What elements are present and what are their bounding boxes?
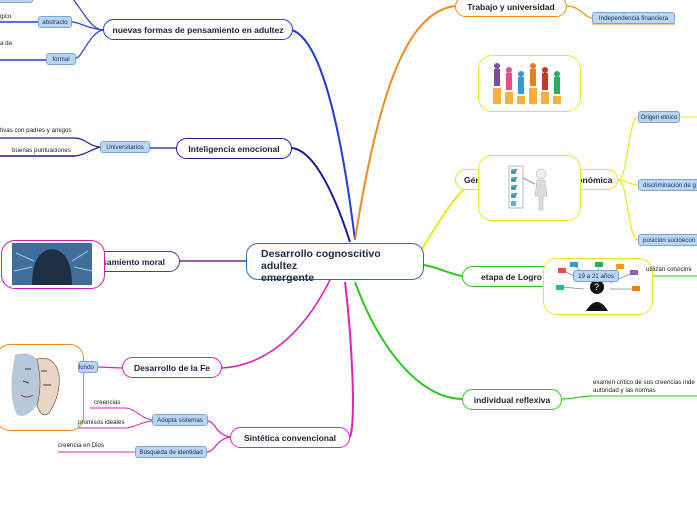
subnode-origen-etnico[interactable]: Origen etnico	[638, 111, 680, 123]
branch-trabajo-universidad[interactable]: Trabajo y universidad	[455, 0, 567, 17]
subnode-busqueda-identidad[interactable]: Búsqueda de identidad	[135, 446, 207, 458]
question-head-image: ?	[543, 258, 653, 315]
link-inteligencia	[291, 147, 351, 243]
label-de: a de	[0, 40, 13, 47]
checklist-figure-image	[478, 155, 581, 221]
central-topic-line2: emergente	[261, 272, 315, 284]
label-logico: gico	[0, 13, 12, 20]
bars-people-image	[478, 55, 581, 112]
label-relaciones: tivas con padres y amigos	[0, 127, 72, 134]
branch-individual-reflexiva[interactable]: individual reflexiva	[462, 389, 562, 410]
link-fe	[221, 279, 331, 369]
subnode-mundo[interactable]: Mundo	[78, 361, 98, 373]
central-topic[interactable]: Desarrollo cognoscitivo adultez emergent…	[246, 243, 424, 284]
central-topic-line1: Desarrollo cognoscitivo adultez	[261, 248, 381, 272]
branch-inteligencia-emocional[interactable]: Inteligencia emocional	[176, 138, 292, 159]
subnode-abstracto[interactable]: abstracto	[38, 16, 72, 28]
link-logro	[423, 264, 463, 277]
branch-pensamiento-moral[interactable]: pensamiento moral	[85, 251, 180, 272]
link-sintetica	[344, 281, 354, 438]
subnode-formal[interactable]: formal	[46, 53, 76, 65]
subnode-adopta-sistemas[interactable]: Adopta sistemas	[152, 414, 208, 426]
subnode-logico-edge[interactable]	[0, 0, 33, 3]
head-back-image	[1, 240, 105, 289]
subnode-posicion-socioeconomica[interactable]: posición socioecon	[638, 234, 697, 246]
link-trabajo	[354, 5, 456, 241]
label-creencias: creencias	[94, 399, 121, 406]
subnode-universitarios[interactable]: Universitarios	[100, 141, 150, 153]
subnode-discriminacion[interactable]: discriminación de g	[638, 179, 697, 191]
branch-nuevas-formas[interactable]: nuevas formas de pensamiento en adultez	[103, 19, 293, 40]
label-utilizan: utilizan conocimi	[646, 266, 692, 273]
label-creencia-dios: creencia en Dios	[58, 442, 105, 449]
link-genero	[419, 179, 479, 253]
subnode-independencia-financiera[interactable]: Independencia financiera	[592, 12, 675, 24]
label-examen-1: examen crítico de sus creencias inde	[593, 379, 695, 386]
branch-desarrollo-fe[interactable]: Desarrollo de la Fe	[122, 357, 222, 378]
svg-text:?: ?	[594, 282, 599, 292]
branch-sintetica-convencional[interactable]: Sintética convencional	[230, 427, 350, 448]
link-individual	[354, 281, 463, 400]
label-examen-2: autoridad y las normas	[593, 387, 656, 394]
link-nuevas-formas	[291, 29, 356, 241]
label-compromisos: promisos ideales	[78, 419, 125, 426]
label-puntuaciones: buenas puntuaciones	[12, 147, 71, 154]
faces-image	[0, 344, 84, 431]
subnode-edad[interactable]: 19 a 21 años	[573, 270, 619, 282]
